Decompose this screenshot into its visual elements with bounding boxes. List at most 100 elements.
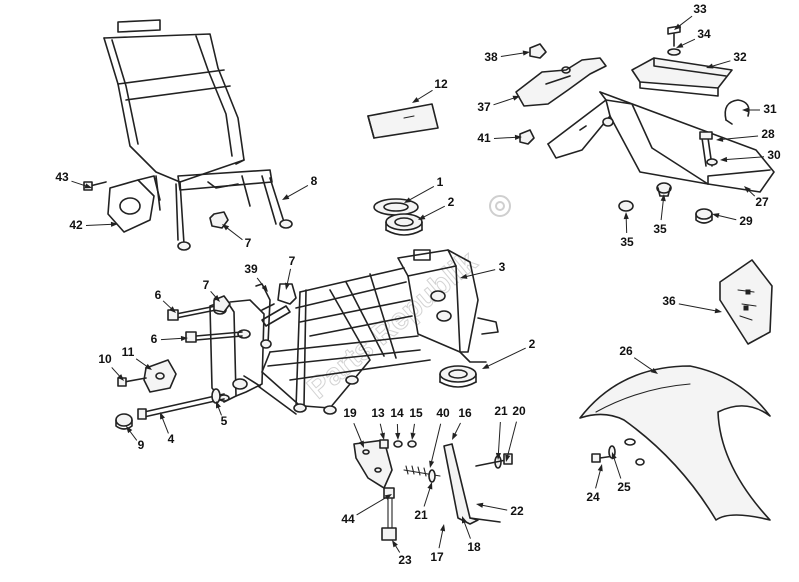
callout-number: 2	[529, 337, 536, 351]
rear-tray-27	[547, 91, 775, 193]
callout-number: 37	[477, 100, 491, 114]
bearing-1	[373, 198, 419, 216]
callout-arrowhead	[462, 516, 467, 524]
callout-leader	[720, 135, 759, 141]
callout-arrowhead	[660, 194, 666, 202]
callout-leader	[463, 520, 471, 539]
callout-c16: 16	[452, 406, 472, 440]
callout-leader	[613, 456, 622, 479]
callout-number: 18	[467, 540, 481, 554]
callout-leader	[286, 184, 309, 198]
callout-arrowhead	[384, 494, 392, 500]
spindle-4	[137, 393, 225, 420]
callout-leader	[356, 496, 388, 516]
callout-c20: 20	[505, 404, 526, 462]
callout-number: 30	[767, 148, 781, 162]
callout-c44: 44	[341, 494, 392, 526]
callout-number: 24	[586, 490, 600, 504]
callout-c31: 31	[742, 102, 777, 116]
callout-c7b: 7	[203, 278, 220, 302]
callout-number: 10	[98, 352, 112, 366]
callout-number: 15	[409, 406, 423, 420]
callout-leader	[85, 223, 114, 227]
callout-leader	[677, 15, 693, 28]
callout-arrowhead	[482, 363, 490, 369]
callout-leader	[464, 269, 496, 278]
callout-number: 20	[512, 404, 526, 418]
decal-36	[719, 259, 773, 345]
main-frame	[243, 249, 499, 415]
callout-arrowhead	[222, 224, 230, 231]
rear-subframe	[103, 19, 293, 251]
callout-c21b: 21	[414, 482, 433, 522]
washer-34	[667, 48, 681, 56]
callout-number: 6	[151, 332, 158, 346]
callout-leader	[595, 468, 602, 489]
callout-c10: 10	[98, 352, 124, 381]
callout-c41: 41	[477, 131, 522, 145]
callout-c28: 28	[716, 127, 775, 142]
callout-number: 36	[662, 294, 676, 308]
callout-arrowhead	[440, 524, 446, 532]
callout-number: 29	[739, 214, 753, 228]
callout-number: 42	[69, 218, 83, 232]
callout-number: 14	[390, 406, 404, 420]
callout-number: 40	[436, 406, 450, 420]
callout-arrowhead	[720, 156, 728, 163]
callout-number: 8	[311, 174, 318, 188]
callout-leader	[660, 198, 664, 221]
callout-number: 22	[510, 504, 524, 518]
callout-c32: 32	[706, 50, 747, 69]
callout-c38: 38	[484, 50, 530, 64]
callout-c35a: 35	[620, 212, 634, 249]
callout-arrowhead	[392, 540, 398, 548]
callout-c14: 14	[390, 406, 404, 440]
nut-14	[393, 440, 403, 448]
callout-c1: 1	[404, 175, 444, 203]
callout-arrowhead	[505, 454, 511, 462]
callout-number: 4	[168, 432, 175, 446]
callout-c4: 4	[160, 412, 175, 446]
callout-number: 34	[697, 27, 711, 41]
bolt-6-bottom	[185, 331, 243, 343]
callout-arrowhead	[714, 308, 722, 314]
nut-7-top	[209, 211, 229, 229]
washer-30	[706, 158, 718, 166]
callout-leader	[480, 504, 508, 511]
callout-number: 27	[755, 195, 769, 209]
callout-arrowhead	[716, 136, 724, 142]
callout-leader	[408, 185, 435, 202]
callout-c2a: 2	[418, 195, 455, 220]
callout-arrowhead	[180, 335, 188, 342]
callout-number: 28	[761, 127, 775, 141]
callout-number: 12	[434, 77, 448, 91]
callout-arrowhead	[110, 221, 118, 227]
callout-leader	[486, 347, 526, 368]
callout-leader	[286, 268, 292, 286]
callout-arrowhead	[144, 363, 152, 370]
callout-leader	[625, 216, 628, 234]
callout-c22: 22	[476, 502, 524, 518]
callout-leader	[506, 421, 517, 458]
bearing-2-top	[385, 213, 423, 236]
callout-number: 31	[763, 102, 777, 116]
callout-leader	[633, 357, 655, 372]
callout-arrowhead	[261, 284, 268, 292]
callout-c19: 19	[343, 406, 364, 448]
callout-number: 9	[138, 438, 145, 452]
callout-number: 39	[244, 262, 258, 276]
callout-arrowhead	[169, 306, 176, 313]
bearing-2-bottom	[439, 365, 477, 388]
packet-12	[367, 103, 439, 139]
grommet-35-left	[618, 200, 634, 212]
front-fender-26	[579, 365, 771, 521]
washer-15	[407, 440, 417, 448]
callout-c18: 18	[462, 516, 481, 554]
callout-arrowhead	[597, 464, 603, 472]
callout-arrowhead	[379, 432, 385, 440]
nut-38	[529, 43, 547, 59]
callout-leader	[493, 97, 516, 106]
callout-c39: 39	[244, 262, 268, 292]
callout-c37: 37	[477, 95, 520, 114]
